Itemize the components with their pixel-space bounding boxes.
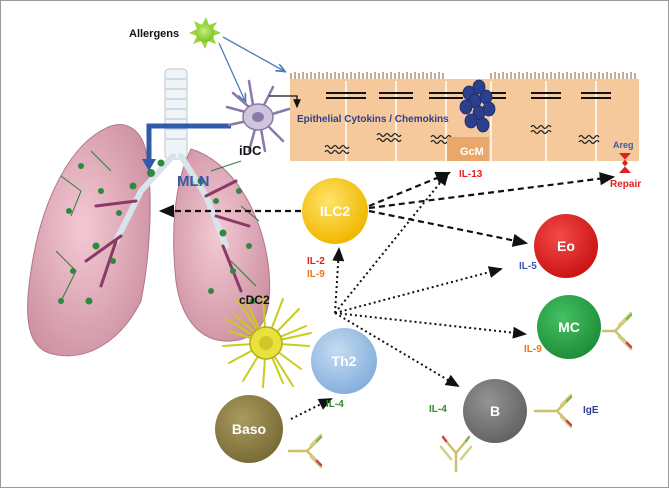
ilc2-to-gcm-arrow (368, 171, 452, 208)
airway-epithelium (290, 72, 639, 161)
lymph-node-dots (58, 159, 256, 305)
ilc2-cell: ILC2 (302, 178, 368, 244)
idc-cell (225, 79, 291, 153)
th2-to-mc-arrow (334, 312, 527, 339)
ige-label: IgE (583, 405, 599, 416)
mln-label: MLN (177, 173, 210, 190)
eo-cell: Eo (534, 214, 598, 278)
antibody-icon-free (439, 435, 473, 473)
ilc2-to-eo-arrow (368, 209, 529, 247)
th2-label: Th2 (332, 353, 357, 369)
allergen-to-epithelium-arrow (222, 36, 284, 71)
lung-illustration (27, 68, 271, 357)
repair-label: Repair (610, 179, 641, 190)
areg-label: Areg (613, 140, 634, 150)
goblet-cell-mucus (459, 79, 496, 133)
ilc2-to-repair-arrow (368, 172, 616, 210)
epithelial-cytokines-label: Epithelial Cytokins / Chemokins (297, 114, 449, 125)
allergens-label: Allergens (129, 28, 179, 40)
dc-migration-path (146, 123, 231, 161)
idc-label: iDC (239, 143, 262, 158)
th2-to-eo-arrow (334, 266, 503, 314)
mc-cell: MC (537, 295, 601, 359)
il9-mc-label: IL-9 (524, 344, 542, 355)
antibody-icon-baso (287, 433, 323, 469)
dc-migration-arrowhead (142, 159, 156, 171)
cdc2-label: cDC2 (239, 293, 270, 307)
il4-th2-label: IL-4 (326, 399, 344, 410)
ilc2-label: ILC2 (320, 203, 351, 219)
allergen-icon (189, 17, 221, 49)
il13-label: IL-13 (459, 169, 483, 180)
idc-to-epithelium-arrow (269, 95, 301, 109)
b-cell: B (463, 379, 527, 443)
antibody-icon-mc (601, 311, 633, 351)
th2-to-ilc2-arrow (332, 247, 345, 314)
il2-label: IL-2 (307, 256, 325, 267)
gcm-label: GcM (460, 146, 484, 158)
mc-label: MC (558, 319, 580, 335)
il4-b-label: IL-4 (429, 404, 447, 415)
idc-nucleus (252, 112, 264, 122)
cdc2-nucleus (259, 336, 273, 350)
baso-to-th2-arrow (290, 398, 333, 420)
il9-ilc2-label: IL-9 (307, 269, 325, 280)
il5-label: IL-5 (519, 261, 537, 272)
th2-cell: Th2 (311, 328, 377, 394)
antibody-icon-b (533, 393, 573, 429)
baso-cell: Baso (215, 395, 283, 463)
allergen-to-idc-arrow (218, 42, 245, 101)
repair-hourglass-icon (619, 153, 631, 173)
th2-to-b-arrow (334, 312, 460, 388)
baso-label: Baso (232, 421, 266, 437)
eo-label: Eo (557, 238, 575, 254)
b-label: B (490, 403, 500, 419)
